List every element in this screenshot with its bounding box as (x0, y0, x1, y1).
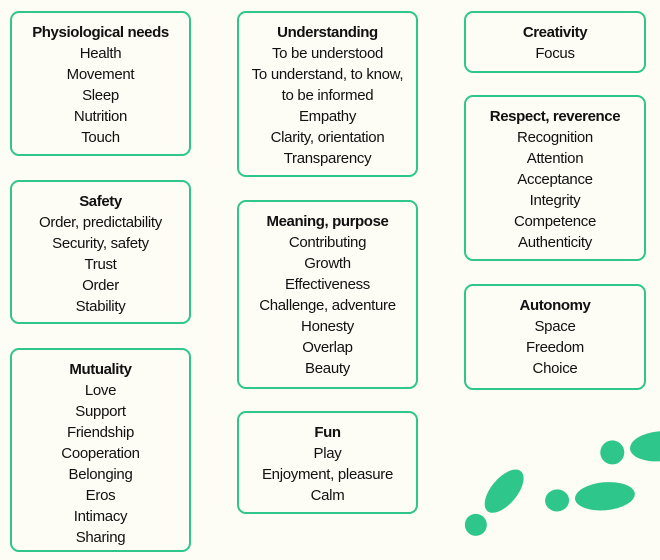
need-item: Belonging (68, 466, 133, 483)
card-title: Meaning, purpose (266, 213, 389, 230)
footprint-sole (575, 482, 635, 511)
need-item: Friendship (66, 424, 135, 441)
need-item: Freedom (526, 339, 584, 356)
need-item: Touch (81, 129, 120, 146)
need-item: Movement (66, 66, 135, 83)
card-title: Mutuality (69, 361, 132, 378)
need-item: Authenticity (518, 234, 592, 251)
footprint-heel (600, 440, 625, 465)
need-item: Health (79, 45, 122, 62)
need-item: Choice (532, 360, 578, 377)
need-item: Contributing (288, 234, 367, 251)
need-item: Enjoyment, pleasure (261, 466, 394, 483)
need-item: Focus (535, 45, 575, 62)
need-item: Effectiveness (284, 276, 371, 293)
need-item: Challenge, adventure (259, 297, 396, 314)
need-item: Competence (513, 213, 597, 230)
need-item: Sharing (75, 529, 126, 546)
need-item: Honesty (301, 318, 354, 335)
footprint-sole (484, 469, 524, 513)
need-item: Clarity, orientation (270, 129, 385, 146)
card-title: Creativity (522, 24, 588, 41)
card-title: Autonomy (519, 297, 591, 314)
need-item: Nutrition (73, 108, 128, 125)
need-item: Calm (310, 487, 345, 504)
card-title: Understanding (277, 24, 378, 41)
need-item: Empathy (298, 108, 357, 125)
card-title: Fun (314, 424, 341, 441)
need-item: Love (84, 382, 117, 399)
need-item: Cooperation (61, 445, 140, 462)
need-item: Eros (85, 487, 116, 504)
need-item: Trust (84, 256, 117, 273)
need-item: Security, safety (52, 235, 149, 252)
need-card: Understanding To be understood To understa… (237, 11, 418, 177)
need-item: Beauty (305, 360, 350, 377)
need-item: Play (313, 445, 342, 462)
need-item: To understand, to know, (251, 66, 404, 83)
need-item: Sleep (82, 87, 119, 104)
need-item: Integrity (529, 192, 581, 209)
need-item: Acceptance (517, 171, 593, 188)
need-item: Order, predictability (39, 214, 162, 231)
footprint-heel (545, 489, 570, 512)
need-item: Space (534, 318, 576, 335)
need-item: Overlap (302, 339, 353, 356)
need-item: Attention (526, 150, 584, 167)
footprint-heel (464, 513, 487, 536)
need-item: to be informed (281, 87, 374, 104)
need-item: To be understood (271, 45, 384, 62)
need-item: Support (75, 403, 126, 420)
card-title: Safety (79, 193, 122, 210)
need-item: Order (82, 277, 119, 294)
need-item: Growth (304, 255, 351, 272)
need-item: Recognition (517, 129, 593, 146)
card-title: Respect, reverence (489, 108, 621, 125)
need-item: Intimacy (73, 508, 128, 525)
footprint-sole (630, 431, 660, 462)
card-title: Physiological needs (32, 24, 169, 41)
need-item: Transparency (283, 150, 372, 167)
need-item: Stability (75, 298, 126, 315)
